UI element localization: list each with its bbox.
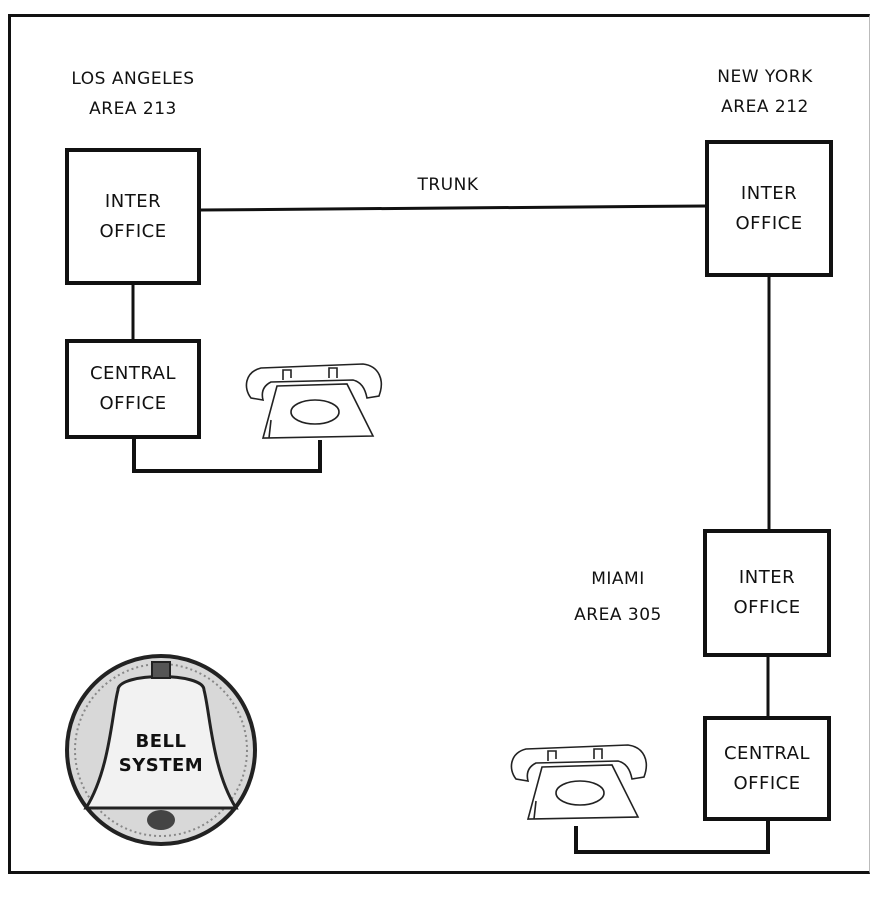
la-phone-wire — [134, 438, 320, 471]
city-name: NEW YORK — [690, 62, 840, 92]
location-label-miami: MIAMI AREA 305 — [558, 561, 678, 633]
telephone-icon — [246, 364, 381, 438]
logo-line: BELL — [111, 730, 211, 754]
trunk-label: TRUNK — [408, 170, 488, 200]
area-code: AREA 212 — [690, 92, 840, 122]
location-label-los-angeles: LOS ANGELES AREA 213 — [48, 64, 218, 124]
city-name: LOS ANGELES — [48, 64, 218, 94]
node-label: OFFICE — [735, 209, 802, 239]
miami-phone-wire — [576, 820, 768, 852]
location-label-new-york: NEW YORK AREA 212 — [690, 62, 840, 122]
logo-line: SYSTEM — [111, 754, 211, 778]
area-code: AREA 305 — [558, 597, 678, 633]
node-label: OFFICE — [733, 593, 800, 623]
node-label: INTER — [739, 563, 795, 593]
la-inter-office-box: INTER OFFICE — [65, 148, 201, 285]
node-label: INTER — [105, 187, 161, 217]
miami-inter-office-box: INTER OFFICE — [703, 529, 831, 657]
area-code: AREA 213 — [48, 94, 218, 124]
node-label: INTER — [741, 179, 797, 209]
miami-central-office-box: CENTRAL OFFICE — [703, 716, 831, 821]
telephone-icon — [511, 745, 646, 819]
node-label: CENTRAL — [724, 739, 810, 769]
node-label: OFFICE — [99, 217, 166, 247]
node-label: OFFICE — [99, 389, 166, 419]
trunk-line — [200, 206, 706, 210]
node-label: CENTRAL — [90, 359, 176, 389]
la-central-office-box: CENTRAL OFFICE — [65, 339, 201, 439]
bell-logo-text: BELL SYSTEM — [111, 730, 211, 778]
city-name: MIAMI — [558, 561, 678, 597]
node-label: OFFICE — [733, 769, 800, 799]
ny-inter-office-box: INTER OFFICE — [705, 140, 833, 277]
